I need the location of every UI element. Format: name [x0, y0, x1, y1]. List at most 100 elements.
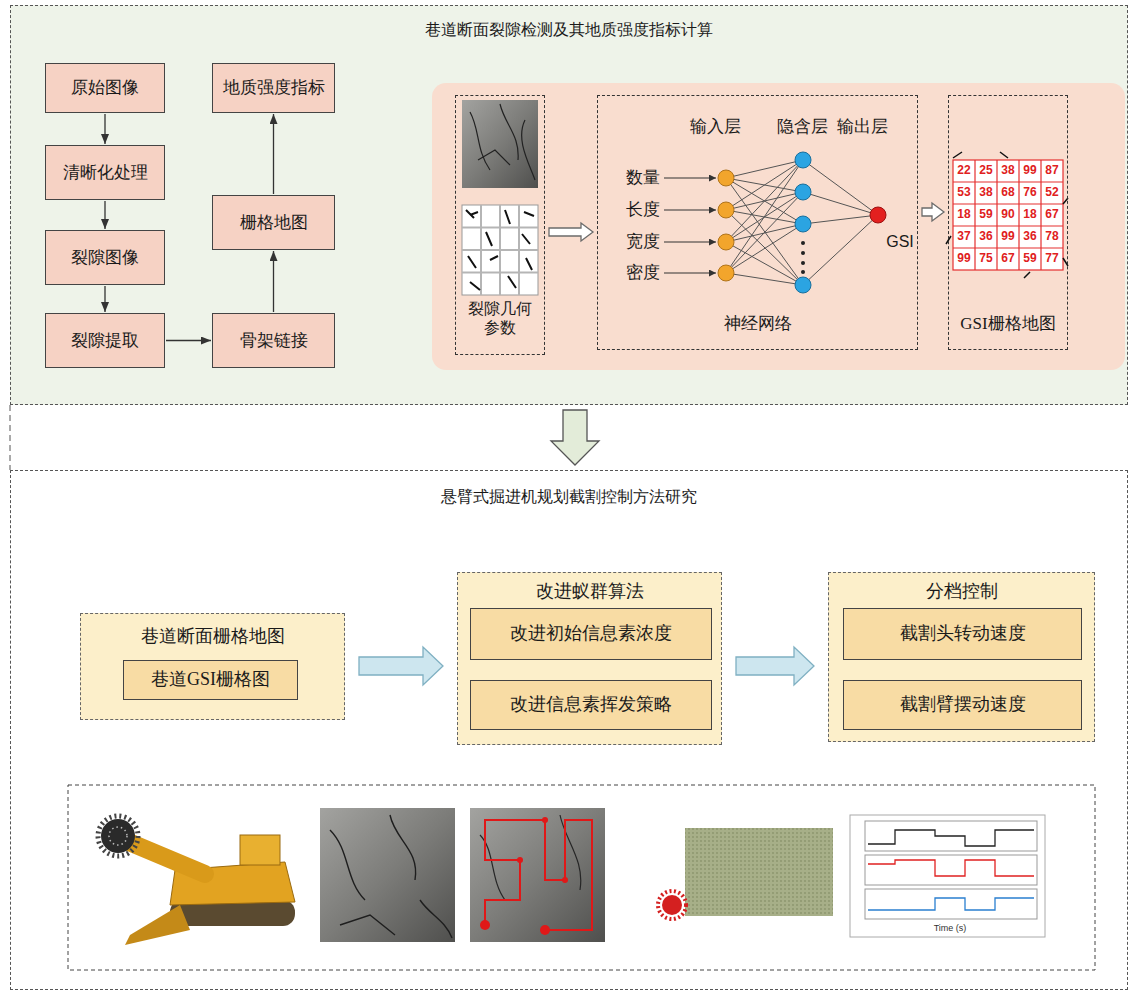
- network-links-part: [726, 160, 803, 178]
- flow-arrow: [104, 201, 105, 229]
- outer-dashed-line: [10, 405, 11, 470]
- layer-label: 输入层: [690, 118, 741, 137]
- output-neuron: [870, 207, 886, 223]
- roadheader-illustration-part: [101, 819, 135, 853]
- hidden-neurons-part: [795, 277, 811, 293]
- block-arrow: [736, 647, 814, 685]
- block-arrow: [922, 203, 944, 221]
- crack-grid-sketch-part: [462, 205, 538, 295]
- input-neurons-part: [718, 265, 734, 281]
- node-label: 地质强度指标: [213, 78, 334, 98]
- gsi-value: 37: [957, 230, 970, 243]
- node-label: 分档控制: [829, 581, 1094, 603]
- rock-face-photo-part: [330, 815, 452, 938]
- cutting-path-image-part: [485, 820, 592, 930]
- roadheader-illustration-part: [125, 905, 190, 945]
- network-links-part: [726, 160, 803, 273]
- speed-chart-part: [865, 855, 1037, 885]
- gsi-value: 77: [1045, 252, 1058, 265]
- hidden-neurons: [795, 152, 811, 293]
- input-label: 数量: [626, 169, 660, 188]
- node-label: 裂隙图像: [46, 247, 164, 267]
- gsi-value: 99: [1001, 230, 1014, 243]
- node-label: 巷道GSI栅格图: [124, 669, 297, 691]
- network-links-part: [803, 215, 878, 285]
- image-strip-frame: [68, 785, 1095, 970]
- node-label: 原始图像: [46, 78, 164, 98]
- input-leaders-part: [664, 241, 716, 242]
- node-label: 裂隙几何参数: [465, 299, 535, 337]
- node-label: 骨架链接: [213, 330, 334, 350]
- speed-chart-part: [865, 889, 1037, 919]
- section-band: 巷道断面裂隙检测及其地质强度指标计算原始图像清晰化处理裂隙图像裂隙提取骨架链接栅…: [10, 5, 1128, 405]
- flow-arrow: [104, 286, 105, 312]
- cutting-path-image-part: [480, 920, 490, 930]
- cutting-path-image-part: [562, 877, 568, 883]
- gsi-grid-part: [953, 160, 1063, 270]
- gsi-value: 22: [957, 164, 970, 177]
- group-box: 改进蚁群算法改进初始信息素浓度改进信息素挥发策略: [457, 572, 722, 745]
- network-links-part: [726, 160, 803, 210]
- input-leaders: [664, 178, 716, 273]
- gsi-value: 76: [1023, 186, 1036, 199]
- section-title: 悬臂式掘进机规划截割控制方法研究: [11, 487, 1127, 506]
- node-label: 改进初始信息素浓度: [471, 623, 711, 645]
- input-leaders-part: [664, 272, 716, 273]
- node-label: 巷道断面栅格地图: [81, 626, 344, 648]
- flow-arrow: [104, 114, 105, 144]
- hidden-neurons-part: [795, 152, 811, 168]
- output-label: GSI: [886, 233, 914, 251]
- crack-photo-part: [462, 100, 538, 188]
- node-label: 截割臂摆动速度: [844, 694, 1081, 716]
- input-leaders-part: [664, 177, 716, 178]
- gsi-value: 36: [1023, 230, 1036, 243]
- discrete-element-model-part: [685, 828, 833, 916]
- crack-grid-sketch: [462, 205, 538, 295]
- network-links-part: [726, 160, 803, 242]
- discrete-element-model-part: [662, 895, 682, 915]
- gsi-value: 75: [979, 252, 992, 265]
- model-panel: [432, 83, 1125, 370]
- gsi-value: 67: [1045, 208, 1058, 221]
- gsi-grid-part: [953, 160, 1063, 270]
- gsi-grid: [953, 160, 1063, 270]
- hidden-neurons-part: [795, 216, 811, 232]
- network-links-part: [726, 273, 803, 285]
- method-box: 截割臂摆动速度: [843, 680, 1082, 730]
- block-arrow: [551, 410, 599, 465]
- gsi-value: 18: [957, 208, 970, 221]
- roadheader-illustration: [98, 816, 295, 945]
- process-box: 裂隙提取: [45, 313, 165, 368]
- method-box: 改进信息素挥发策略: [470, 680, 712, 730]
- ellipsis-dots-part: [801, 261, 805, 265]
- discrete-element-model: [658, 828, 833, 919]
- top-band-ground: [10, 5, 1128, 405]
- gsi-value: 68: [1001, 186, 1014, 199]
- gsi-value: 36: [979, 230, 992, 243]
- process-box: 骨架链接: [212, 313, 335, 368]
- method-box: 改进初始信息素浓度: [470, 608, 712, 660]
- roadheader-illustration-part: [240, 835, 280, 865]
- ellipsis-dots: [801, 241, 805, 274]
- node-label: 改进信息素挥发策略: [471, 694, 711, 716]
- hidden-neurons-part: [795, 184, 811, 200]
- process-box: 原始图像: [45, 63, 165, 113]
- network-links-part: [726, 210, 803, 285]
- network-links-part: [726, 224, 803, 273]
- flow-arrow: [273, 114, 274, 194]
- gsi-grid-cracks: [946, 152, 1068, 278]
- group-box: 分档控制截割头转动速度截割臂摆动速度: [828, 572, 1095, 742]
- gsi-value: 18: [1023, 208, 1036, 221]
- roadheader-illustration-part: [124, 840, 205, 874]
- gsi-value: 99: [1023, 164, 1036, 177]
- flow-arrow: [166, 340, 211, 341]
- input-neurons-part: [718, 170, 734, 186]
- speed-chart-part: [865, 821, 1037, 851]
- gsi-value: 59: [979, 208, 992, 221]
- input-neurons-part: [718, 202, 734, 218]
- process-box: 栅格地图: [212, 195, 335, 250]
- rock-face-photo-part: [320, 808, 455, 942]
- section-title: 巷道断面裂隙检测及其地质强度指标计算: [11, 20, 1127, 39]
- cutting-path-image-part: [470, 808, 605, 942]
- gsi-value: 38: [979, 186, 992, 199]
